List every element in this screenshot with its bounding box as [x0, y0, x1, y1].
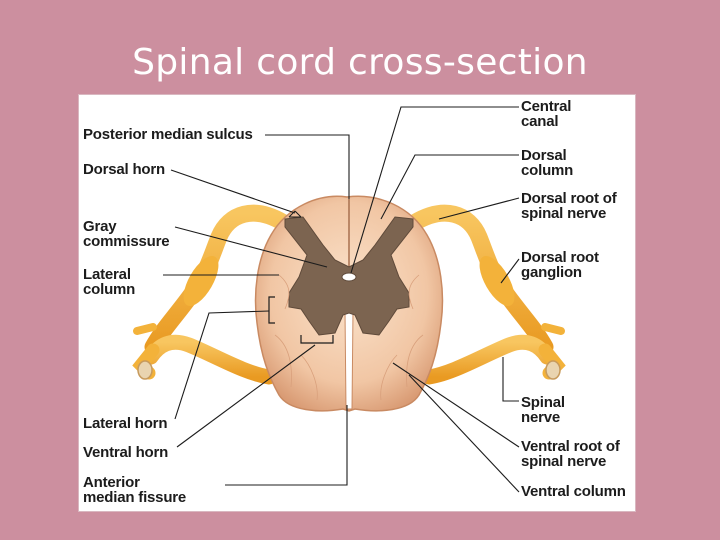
anterior-median-fissure	[344, 310, 354, 410]
spinal-cord-diagram: Posterior median sulcus Dorsal horn Gray…	[78, 94, 636, 512]
ventral-horn-bracket	[300, 335, 334, 344]
right-dorsal-root-ganglion	[479, 256, 515, 306]
left-dorsal-root-ganglion	[183, 256, 219, 306]
label-dorsal-root: Dorsal root of spinal nerve	[521, 190, 617, 222]
label-gray-commissure: Gray commissure	[83, 218, 170, 250]
label-dorsal-column: Dorsal column	[521, 147, 574, 179]
slide-title: Spinal cord cross-section	[132, 42, 588, 83]
label-anterior-median-fissure: Anterior median fissure	[83, 474, 187, 506]
dorsal-horn-bracket	[288, 210, 302, 218]
label-posterior-median-sulcus: Posterior median sulcus	[83, 126, 253, 143]
diagram-artwork	[132, 106, 566, 493]
label-central-canal: Central canal	[521, 98, 572, 130]
label-ventral-horn: Ventral horn	[83, 444, 169, 461]
left-spinal-nerve	[132, 204, 293, 385]
white-matter-texture	[274, 274, 424, 401]
label-ventral-root: Ventral root of spinal nerve	[521, 438, 620, 470]
label-dorsal-root-ganglion: Dorsal root ganglion	[521, 249, 599, 281]
leader-lines	[163, 106, 520, 493]
label-dorsal-horn: Dorsal horn	[83, 161, 165, 178]
left-nerve-cut-end	[137, 360, 153, 380]
label-ventral-column: Ventral column	[521, 483, 626, 500]
right-spinal-nerve	[405, 204, 566, 385]
label-lateral-column: Lateral column	[83, 266, 136, 298]
right-nerve-cut-end	[545, 360, 561, 380]
label-lateral-horn: Lateral horn	[83, 415, 168, 432]
label-spinal-nerve: Spinal nerve	[521, 394, 565, 426]
central-canal	[341, 272, 357, 282]
lateral-horn-bracket	[268, 296, 275, 324]
